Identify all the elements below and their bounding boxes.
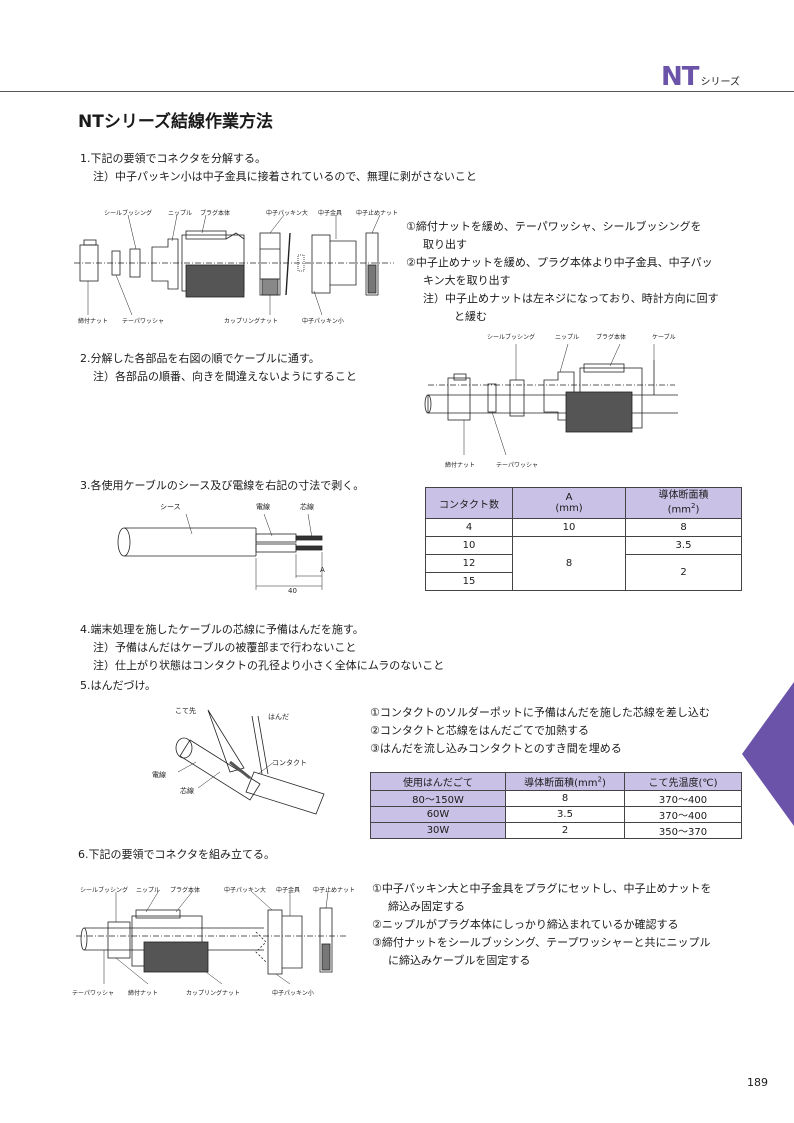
step1-exploded-diagram [74, 214, 394, 316]
s6-label-seal-bushing: シールブッシング [80, 887, 129, 894]
s6-label-core-stop-nut: 中子止めナット [313, 887, 356, 894]
s1-label-nipple: ニップル [168, 210, 193, 217]
s5-label-iron-tip: こて先 [175, 707, 196, 715]
page-title: NTシリーズ結線作業方法 [78, 112, 273, 132]
step5-solder-diagram [175, 709, 325, 815]
s6-label-tape-washer: テーパワッシャ [72, 990, 114, 997]
step1-heading: 1.下記の要領でコネクタを分解する。 [80, 152, 267, 165]
s5-label-solder: はんだ [268, 713, 289, 721]
s3-label-sheath: シース [160, 503, 181, 511]
s5-instr-2: ②コンタクトと芯線をはんだごてで加熱する [370, 724, 589, 737]
s3-label-dim-40: 40 [288, 587, 297, 595]
step6-heading: 6.下記の要領でコネクタを組み立てる。 [78, 848, 276, 861]
s3-label-wire: 電線 [256, 503, 270, 511]
s1-label-tighten-nut: 締付ナット [78, 318, 109, 325]
s6-label-plug-body: プラグ本体 [170, 887, 201, 894]
s2-label-seal-bushing: シールブッシング [487, 334, 536, 341]
step1-note: 注）中子パッキン小は中子金具に接着されているので、無理に剥がさないこと [93, 170, 477, 183]
s6-instr-3-cont: に締込みケーブルを固定する [388, 954, 531, 967]
s1-instr-2: ②中子止めナットを緩め、プラグ本体より中子金具、中子パッ [406, 256, 713, 269]
s2-label-cable: ケーブル [652, 334, 676, 341]
s1-label-core-packing-small: 中子パッキン小 [302, 318, 344, 325]
s5-instr-1: ①コンタクトのソルダーポットに予備はんだを施した芯線を差し込む [370, 706, 710, 719]
s6-instr-1-cont: 締込み固定する [388, 900, 465, 913]
s1-label-seal-bushing: シールブッシング [104, 210, 153, 217]
step5-heading: 5.はんだづけ。 [80, 679, 156, 692]
s1-label-core-fitting: 中子金具 [318, 210, 343, 217]
s6-label-core-fitting: 中子金具 [276, 887, 301, 894]
s2-label-tighten-nut: 締付ナット [445, 462, 476, 469]
step5-instructions: ①コンタクトのソルダーポットに予備はんだを施した芯線を差し込む ②コンタクトと芯… [370, 704, 760, 758]
th-contacts: コンタクト数 [425, 487, 513, 519]
s2-label-plug-body: プラグ本体 [596, 334, 627, 341]
s2-label-nipple: ニップル [555, 334, 580, 341]
s1-instr-2-cont: キン大を取り出す [423, 274, 511, 287]
step3-strip-diagram [117, 513, 323, 590]
step6-assembly-diagram [76, 891, 346, 985]
s1-label-plug-body: プラグ本体 [200, 210, 231, 217]
s6-label-core-packing-small: 中子パッキン小 [272, 990, 314, 997]
step2-cable-diagram [424, 343, 678, 456]
header-rule [0, 91, 794, 92]
step1-instructions: ①締付ナットを緩め、テーパワッシャ、シールブッシングを 取り出す ②中子止めナッ… [406, 218, 756, 326]
th-iron: 使用はんだごて [370, 772, 506, 791]
series-suffix: シリーズ [700, 77, 741, 88]
page-number: 189 [747, 1076, 768, 1089]
s5-instr-3: ③はんだを流し込みコンタクトとのすき間を埋める [370, 742, 622, 755]
s5-label-contact: コンタクト [272, 759, 307, 767]
s5-label-wire: 電線 [152, 771, 166, 779]
step4-note-2: 注）仕上がり状態はコンタクトの孔径より小さく全体にムラのないこと [93, 659, 445, 672]
step2-heading: 2.分解した各部品を右図の順でケーブルに通す。 [80, 352, 320, 365]
th-a: A(mm) [512, 487, 626, 519]
step4-heading: 4.端末処理を施したケーブルの芯線に予備はんだを施す。 [80, 623, 364, 636]
s6-instr-1: ①中子パッキン大と中子金具をプラグにセットし、中子止めナットを [372, 882, 712, 895]
s1-label-core-stop-nut: 中子止めナット [356, 210, 399, 217]
table-row: 15 [425, 572, 742, 591]
s1-instr-1: ①締付ナットを緩め、テーパワッシャ、シールブッシングを [406, 220, 702, 233]
step3-heading: 3.各使用ケーブルのシース及び電線を右記の寸法で剥く。 [80, 479, 365, 492]
s5-label-core: 芯線 [180, 787, 194, 795]
th-temp: こて先温度(℃) [624, 772, 742, 791]
s1-instr-1-cont: 取り出す [423, 238, 467, 251]
s3-label-dim-a: A [320, 566, 325, 574]
step2-note: 注）各部品の順番、向きを間違えないようにすること [93, 370, 357, 383]
s1-label-core-packing-large: 中子パッキン大 [266, 210, 308, 217]
step4-note-1: 注）予備はんだはケーブルの被覆部まで行わないこと [93, 641, 357, 654]
s6-label-nipple: ニップル [136, 887, 161, 894]
step6-instructions: ①中子パッキン大と中子金具をプラグにセットし、中子止めナットを 締込み固定する … [372, 880, 762, 970]
s6-label-coupling-nut: カップリングナット [186, 990, 241, 997]
s6-instr-3: ③締付ナットをシールブッシング、テープワッシャーと共にニップル [372, 936, 711, 949]
s1-note2-line2: と緩む [454, 310, 487, 323]
th-area2: 導体断面積(mm2) [505, 772, 625, 791]
s6-label-core-packing-large: 中子パッキン大 [224, 887, 266, 894]
page-tab-triangle [742, 682, 794, 826]
s1-label-coupling-nut: カップリングナット [224, 318, 279, 325]
th-area: 導体断面積(mm2) [625, 487, 742, 519]
s2-label-tape-washer: テーパワッシャ [496, 462, 538, 469]
s1-label-tape-washer: テーパワッシャ [122, 318, 164, 325]
s6-instr-2: ②ニップルがプラグ本体にしっかり締込まれているか確認する [372, 918, 679, 931]
s1-note2-line1: 注）中子止めナットは左ネジになっており、時計方向に回す [423, 292, 719, 305]
s6-label-tighten-nut: 締付ナット [128, 990, 159, 997]
s3-label-core: 芯線 [300, 503, 314, 511]
